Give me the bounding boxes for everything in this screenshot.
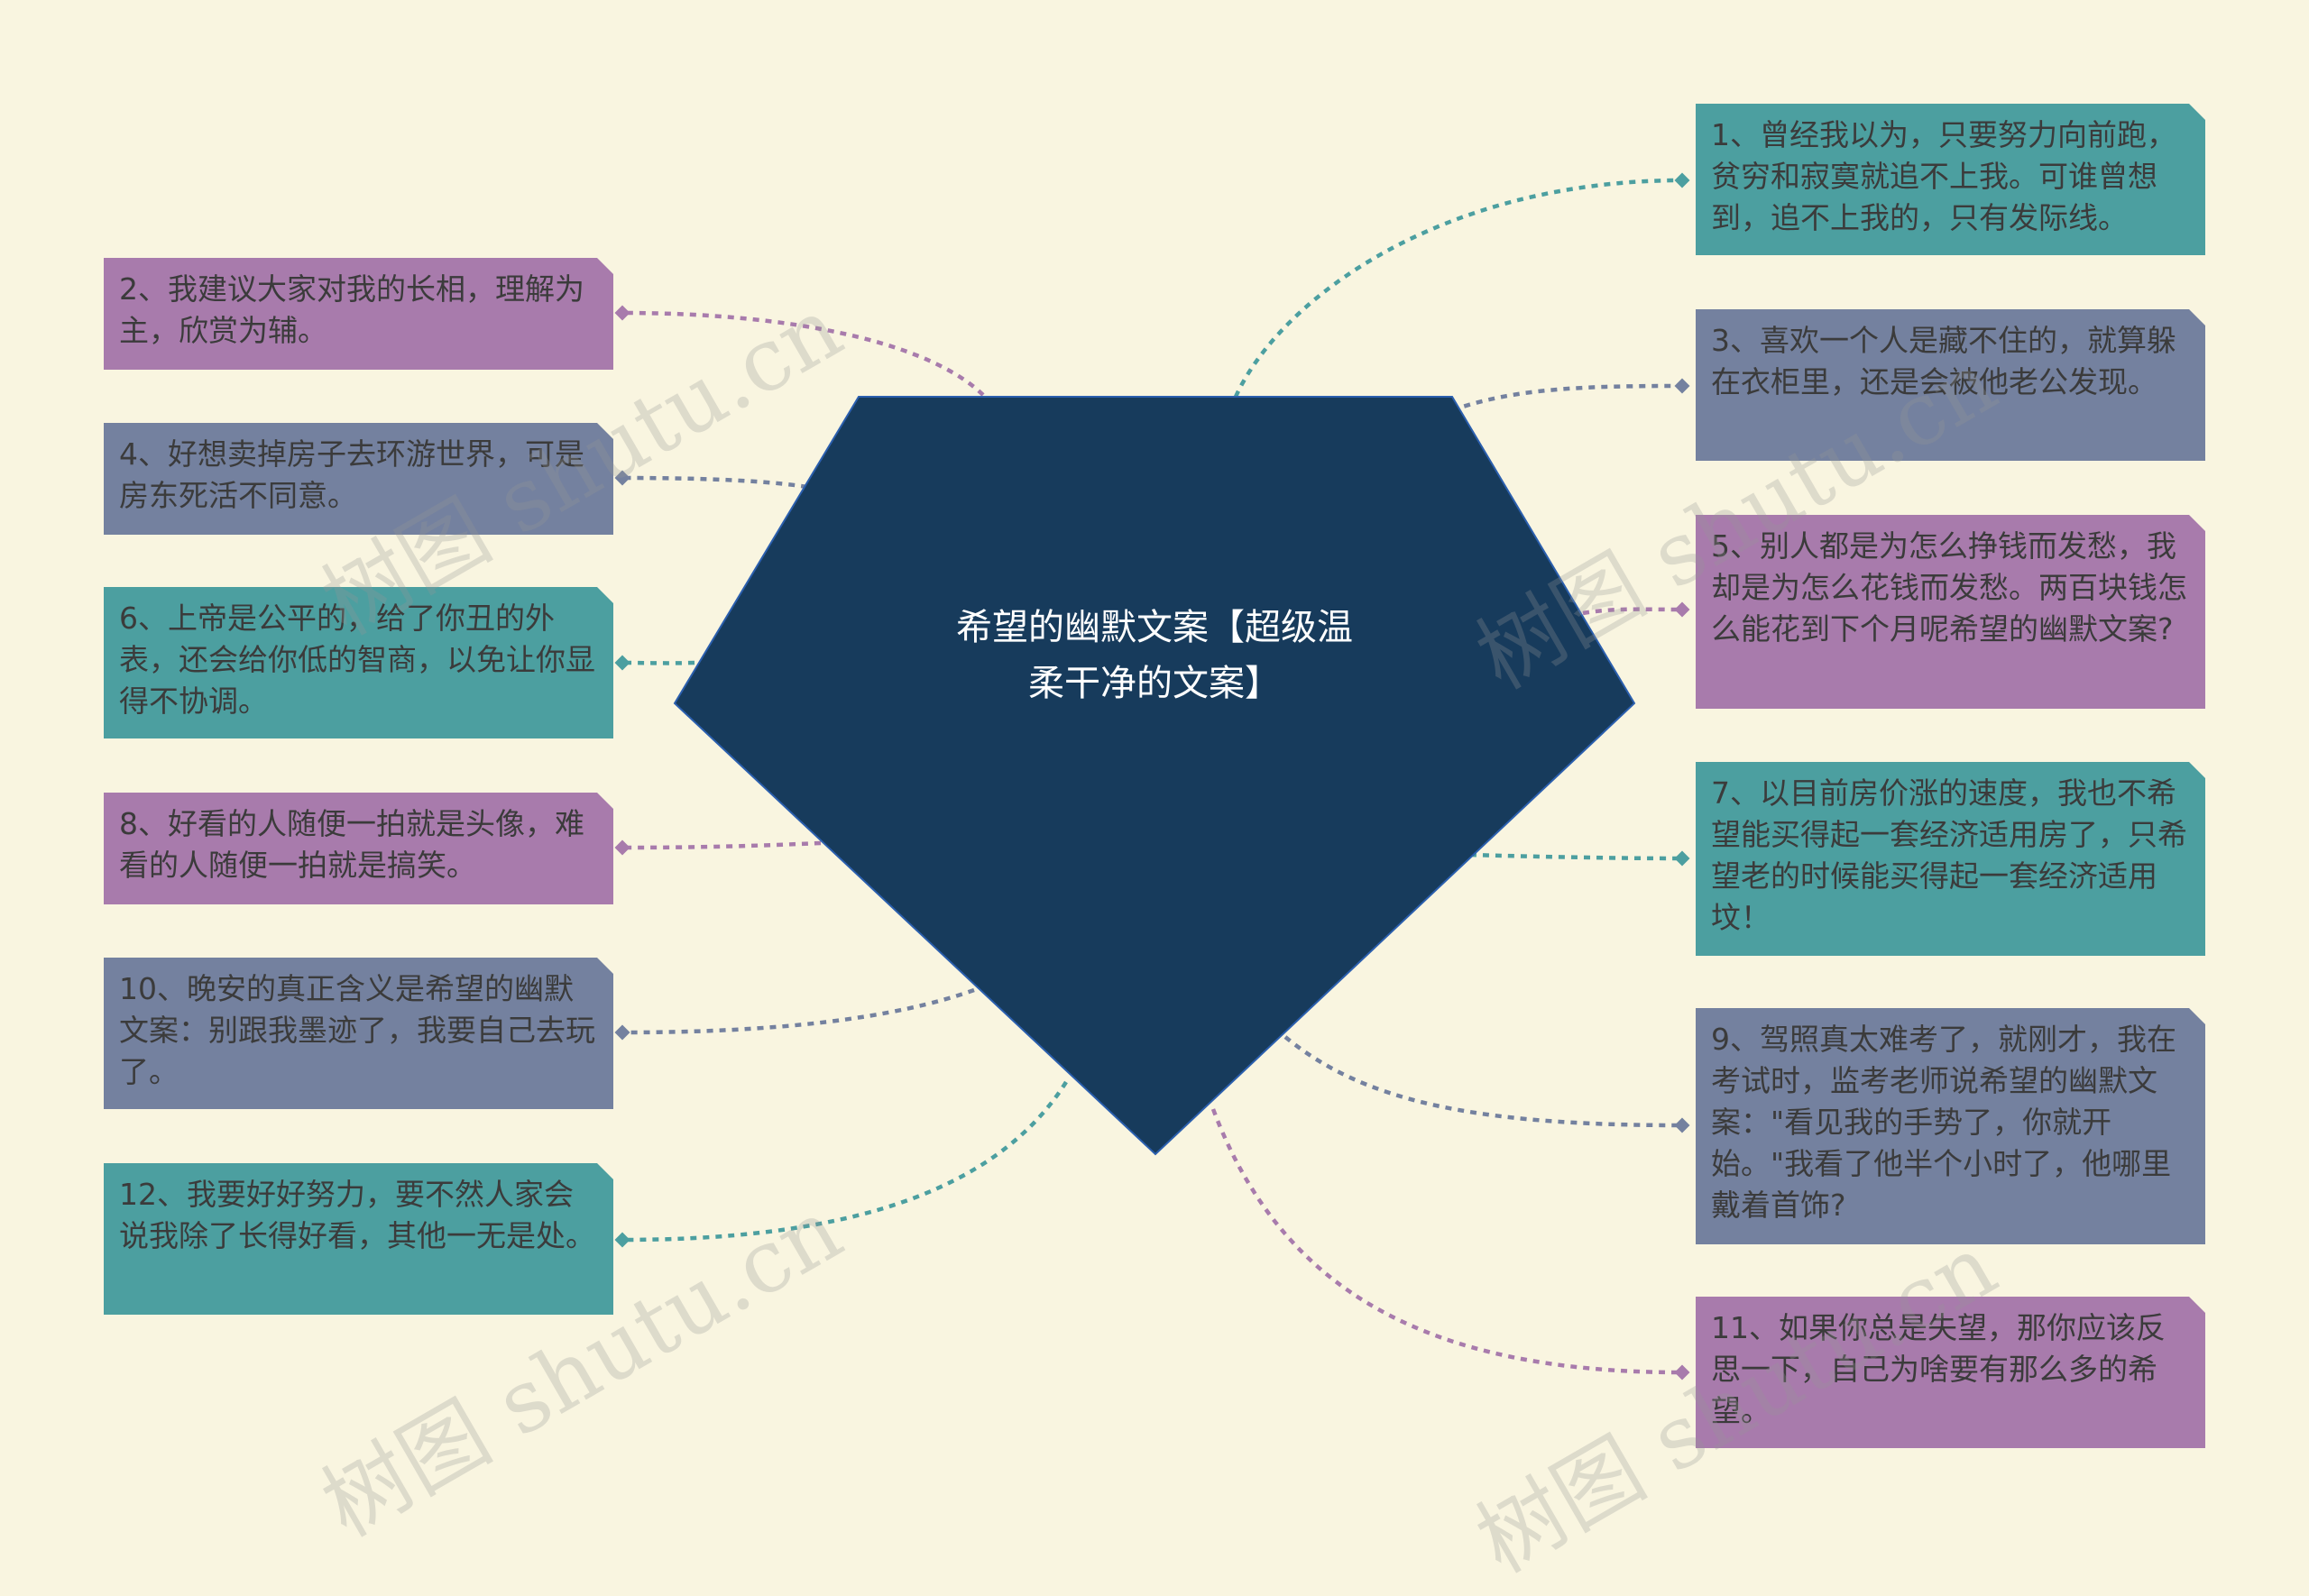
connector-7 <box>1470 855 1682 858</box>
connector-2 <box>622 313 983 395</box>
center-topic-shape[interactable] <box>675 397 1634 1154</box>
connector-11 <box>1213 1109 1682 1372</box>
topic-node-2[interactable]: 2、我建议大家对我的长相，理解为主，欣赏为辅。 <box>104 258 613 370</box>
topic-node-6[interactable]: 6、上帝是公平的，给了你丑的外表，还会给你低的智商，以免让你显得不协调。 <box>104 587 613 738</box>
connector-9 <box>1285 1037 1682 1125</box>
topic-node-9[interactable]: 9、驾照真太难考了，就刚才，我在考试时，监考老师说希望的幽默文案："看见我的手势… <box>1696 1008 2205 1244</box>
marker-6 <box>615 656 630 671</box>
topic-node-7[interactable]: 7、以目前房价涨的速度，我也不希望能买得起一套经济适用房了，只希望老的时候能买得… <box>1696 762 2205 956</box>
topic-node-3[interactable]: 3、喜欢一个人是藏不住的，就算躲在衣柜里，还是会被他老公发现。 <box>1696 309 2205 461</box>
topic-node-12[interactable]: 12、我要好好努力，要不然人家会说我除了长得好看，其他一无是处。 <box>104 1163 613 1315</box>
connector-4 <box>622 478 807 487</box>
center-topic-title: 希望的幽默文案【超级温 柔干净的文案】 <box>866 600 1443 711</box>
connector-12 <box>622 1082 1066 1240</box>
connector-1 <box>1236 180 1682 397</box>
topic-node-1-text: 1、曾经我以为，只要努力向前跑，贫穷和寂寞就追不上我。可谁曾想到，追不上我的，只… <box>1711 117 2176 235</box>
connector-8 <box>622 843 821 848</box>
topic-node-3-text: 3、喜欢一个人是藏不住的，就算躲在衣柜里，还是会被他老公发现。 <box>1711 323 2176 399</box>
connector-10 <box>622 990 974 1032</box>
topic-node-1[interactable]: 1、曾经我以为，只要努力向前跑，贫穷和寂寞就追不上我。可谁曾想到，追不上我的，只… <box>1696 104 2205 255</box>
topic-node-4-text: 4、好想卖掉房子去环游世界，可是房东死活不同意。 <box>119 436 584 513</box>
topic-node-11-text: 11、如果你总是失望，那你应该反思一下，自己为啥要有那么多的希望。 <box>1711 1310 2166 1428</box>
topic-node-12-text: 12、我要好好努力，要不然人家会说我除了长得好看，其他一无是处。 <box>119 1177 595 1253</box>
topic-node-5[interactable]: 5、别人都是为怎么挣钱而发愁，我却是为怎么花钱而发愁。两百块钱怎么能花到下个月呢… <box>1696 515 2205 709</box>
marker-12 <box>615 1233 630 1248</box>
topic-node-6-text: 6、上帝是公平的，给了你丑的外表，还会给你低的智商，以免让你显得不协调。 <box>119 601 595 719</box>
marker-1 <box>1675 173 1690 188</box>
center-title-line-1: 希望的幽默文案【超级温 <box>866 600 1443 656</box>
marker-5 <box>1675 602 1690 618</box>
topic-node-8[interactable]: 8、好看的人随便一拍就是头像，难看的人随便一拍就是搞笑。 <box>104 793 613 904</box>
marker-2 <box>615 306 630 321</box>
topic-node-10-text: 10、晚安的真正含义是希望的幽默文案：别跟我墨迹了，我要自己去玩了。 <box>119 971 595 1089</box>
topic-node-2-text: 2、我建议大家对我的长相，理解为主，欣赏为辅。 <box>119 271 584 348</box>
marker-4 <box>615 471 630 486</box>
marker-8 <box>615 840 630 856</box>
topic-node-5-text: 5、别人都是为怎么挣钱而发愁，我却是为怎么花钱而发愁。两百块钱怎么能花到下个月呢… <box>1711 528 2187 647</box>
marker-10 <box>615 1025 630 1041</box>
topic-node-11[interactable]: 11、如果你总是失望，那你应该反思一下，自己为啥要有那么多的希望。 <box>1696 1297 2205 1448</box>
topic-node-9-text: 9、驾照真太难考了，就刚才，我在考试时，监考老师说希望的幽默文案："看见我的手势… <box>1711 1022 2176 1223</box>
marker-3 <box>1675 379 1690 394</box>
topic-node-4[interactable]: 4、好想卖掉房子去环游世界，可是房东死活不同意。 <box>104 423 613 535</box>
connector-3 <box>1452 386 1682 410</box>
marker-11 <box>1675 1365 1690 1380</box>
topic-node-10[interactable]: 10、晚安的真正含义是希望的幽默文案：别跟我墨迹了，我要自己去玩了。 <box>104 958 613 1109</box>
topic-node-8-text: 8、好看的人随便一拍就是头像，难看的人随便一拍就是搞笑。 <box>119 806 584 883</box>
marker-9 <box>1675 1118 1690 1133</box>
center-title-line-2: 柔干净的文案】 <box>866 656 1443 711</box>
topic-node-7-text: 7、以目前房价涨的速度，我也不希望能买得起一套经济适用房了，只希望老的时候能买得… <box>1711 775 2187 935</box>
connector-5 <box>1583 610 1682 613</box>
marker-7 <box>1675 851 1690 867</box>
